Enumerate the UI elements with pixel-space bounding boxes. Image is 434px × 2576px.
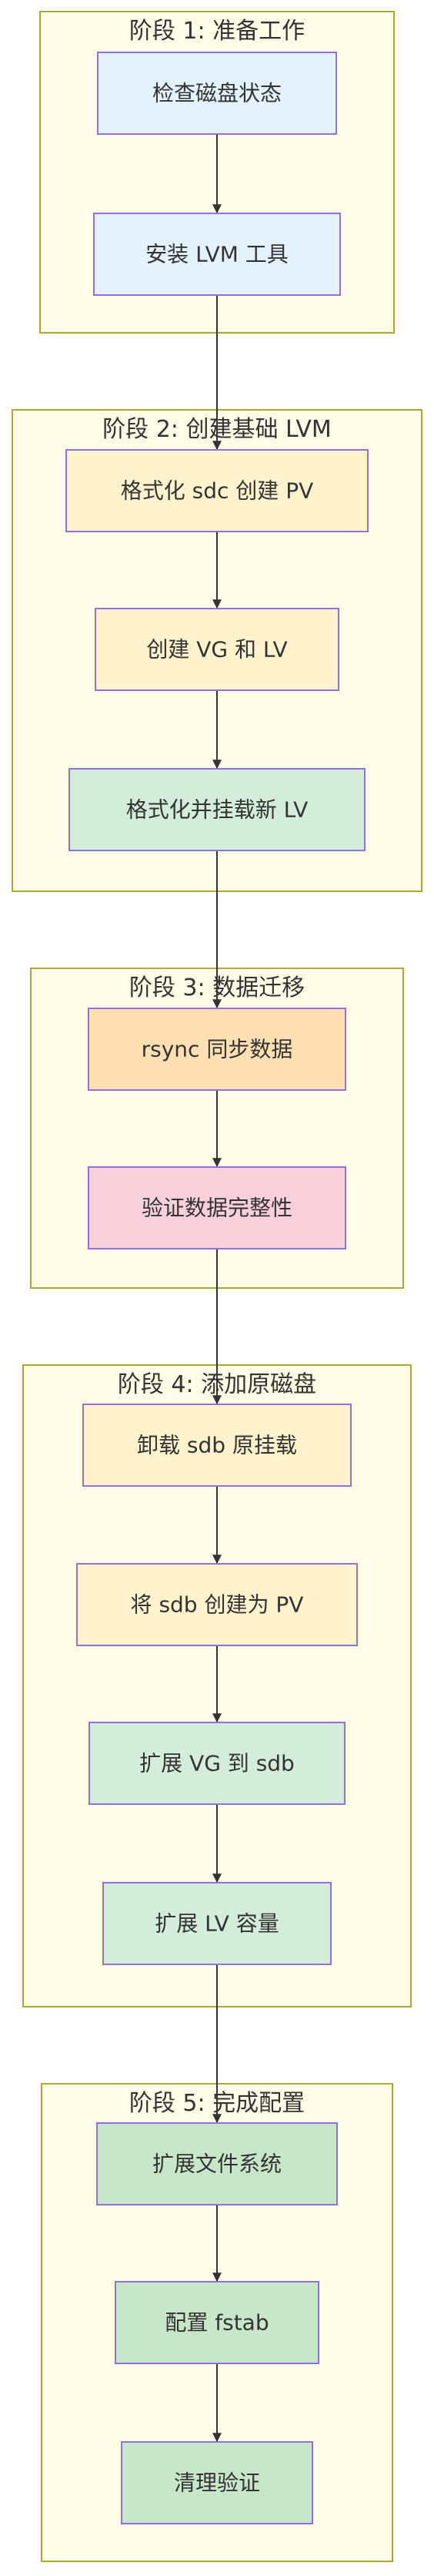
flow-node-s2-2: 创建 VG 和 LV [95,608,339,691]
flow-node-s4-2: 将 sdb 创建为 PV [76,1563,358,1646]
flow-node-label: 创建 VG 和 LV [146,637,287,662]
flow-node-box [115,2281,319,2364]
flow-node-s3-1: rsync 同步数据 [88,1008,346,1091]
flow-node-box [65,449,369,532]
flow-node-box [95,608,339,691]
flow-node-label: 检查磁盘状态 [152,81,282,106]
flow-node-label: 扩展 VG 到 sdb [139,1751,295,1776]
flow-node-box [88,1008,346,1091]
flow-node-s4-4: 扩展 LV 容量 [102,1882,332,1965]
flow-node-s4-3: 扩展 VG 到 sdb [88,1722,346,1805]
flow-node-s2-1: 格式化 sdc 创建 PV [65,449,369,532]
flow-node-label: 配置 fstab [165,2310,269,2336]
flow-node-box [82,1404,352,1487]
flow-node-s3-2: 验证数据完整性 [88,1166,346,1249]
flow-node-box [68,768,366,851]
flow-node-label: 清理验证 [174,2470,260,2496]
flow-node-label: 格式化 sdc 创建 PV [121,478,314,504]
flow-node-s5-2: 配置 fstab [115,2281,319,2364]
flow-node-box [76,1563,358,1646]
flow-node-box [93,213,341,296]
stage-1-title: 阶段 1: 准备工作 [129,18,305,45]
flow-node-label: 扩展 LV 容量 [155,1911,279,1937]
flow-node-box [88,1166,346,1249]
flow-node-label: 将 sdb 创建为 PV [131,1592,304,1618]
flow-node-label: 卸载 sdb 原挂载 [137,1433,297,1458]
flow-node-box [102,1882,332,1965]
flow-node-box [96,2122,338,2205]
flow-node-label: rsync 同步数据 [142,1037,293,1062]
flow-node-s2-3: 格式化并挂载新 LV [68,768,366,851]
flow-node-s1-1: 检查磁盘状态 [97,52,337,135]
flow-node-s1-2: 安装 LVM 工具 [93,213,341,296]
flow-node-s5-3: 清理验证 [121,2441,313,2524]
flow-node-label: 格式化并挂载新 LV [126,797,309,823]
flow-node-box [97,52,337,135]
flow-node-s4-1: 卸载 sdb 原挂载 [82,1404,352,1487]
flow-node-label: 扩展文件系统 [152,2152,282,2177]
flow-node-s5-1: 扩展文件系统 [96,2122,338,2205]
flow-node-box [88,1722,346,1805]
flow-node-label: 验证数据完整性 [142,1196,292,1221]
flow-node-label: 安装 LVM 工具 [145,242,289,267]
flow-node-box [121,2441,313,2524]
